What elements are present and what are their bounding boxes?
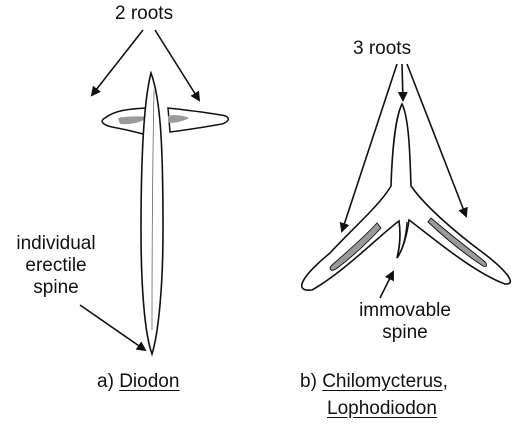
caption-b-comma: , xyxy=(443,371,448,392)
label-spine-right: spine xyxy=(335,322,475,344)
label-immovable-spine: immovable spine xyxy=(335,300,475,344)
chilomycterus-spine xyxy=(302,104,511,290)
caption-chilomycterus: b) Chilomycterus, xyxy=(300,371,448,393)
label-erectile: erectile xyxy=(6,255,106,277)
arrow-individual-spine xyxy=(80,305,145,350)
caption-diodon-name: Diodon xyxy=(119,371,179,392)
arrow-3-roots-middle xyxy=(402,64,403,100)
label-2-roots: 2 roots xyxy=(115,3,173,25)
caption-diodon: a) Diodon xyxy=(97,371,179,393)
label-3-roots: 3 roots xyxy=(353,38,411,60)
diodon-right-root-shading xyxy=(168,115,189,123)
diodon-spine xyxy=(102,73,228,354)
caption-lophodiodon: Lophodiodon xyxy=(327,398,437,420)
label-individual: individual xyxy=(6,233,106,255)
caption-chilomycterus-name: Chilomycterus xyxy=(322,371,442,392)
arrow-immovable-spine xyxy=(380,272,393,298)
label-spine-left: spine xyxy=(6,277,106,299)
label-individual-erectile-spine: individual erectile spine xyxy=(6,233,106,299)
diodon-left-root-shading xyxy=(118,116,147,124)
caption-b-prefix: b) xyxy=(300,371,322,392)
label-immovable: immovable xyxy=(335,300,475,322)
arrow-2-roots-left xyxy=(92,30,143,95)
caption-a-prefix: a) xyxy=(97,371,119,392)
arrow-2-roots-right xyxy=(155,30,199,100)
caption-lophodiodon-name: Lophodiodon xyxy=(327,398,437,419)
